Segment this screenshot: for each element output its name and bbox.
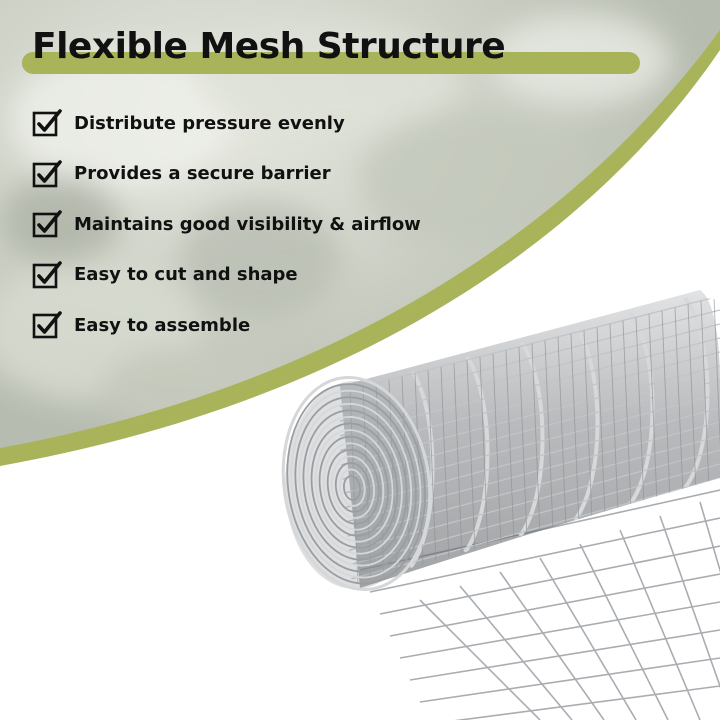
roll-coil xyxy=(281,376,432,591)
roll-wire xyxy=(544,340,554,532)
page-title: Flexible Mesh Structure xyxy=(32,26,506,67)
roll-wire xyxy=(339,463,720,569)
roll-coil xyxy=(294,396,417,573)
roll-coil xyxy=(326,448,380,525)
roll-wire xyxy=(661,310,671,499)
roll-wire xyxy=(349,389,359,585)
list-item: Maintains good visibility & airflow xyxy=(32,199,421,250)
roll-wire xyxy=(388,380,398,575)
feature-label: Provides a secure barrier xyxy=(74,163,331,185)
roll-wire xyxy=(635,317,645,506)
checkbox-checked-icon xyxy=(32,260,62,289)
roll-coil xyxy=(330,455,375,519)
mesh-wire xyxy=(419,599,541,720)
mesh-wire xyxy=(419,657,720,703)
mesh-wire xyxy=(369,517,720,593)
roll-wire xyxy=(339,296,720,393)
checkbox-checked-icon xyxy=(32,210,62,238)
roll-coil xyxy=(318,435,389,537)
feature-label: Maintains good visibility & airflow xyxy=(74,213,421,235)
roll-wire xyxy=(479,356,489,550)
roll-wire xyxy=(453,363,463,557)
roll-coil xyxy=(334,462,371,513)
checkbox-checked-icon xyxy=(32,159,62,188)
roll-coil xyxy=(338,468,366,507)
roll-wire xyxy=(531,343,541,535)
roll-wire xyxy=(339,449,720,554)
roll-wire xyxy=(557,337,567,528)
roll-wire xyxy=(492,353,502,546)
roll-coil xyxy=(290,389,422,579)
list-item: Provides a secure barrier xyxy=(32,149,421,200)
roll-wire xyxy=(466,360,476,553)
list-item: Distribute pressure evenly xyxy=(32,98,421,149)
roll-coil xyxy=(298,402,413,567)
roll-wire xyxy=(339,421,720,525)
roll-coil xyxy=(322,442,385,531)
mesh-wire xyxy=(379,545,720,615)
mesh-wire xyxy=(409,629,720,681)
roll-wire xyxy=(339,309,720,408)
title-underline-bar xyxy=(22,52,640,74)
mesh-wire xyxy=(539,557,637,720)
roll-wire xyxy=(622,320,632,510)
mesh-wire xyxy=(659,515,720,689)
roll-coil xyxy=(302,409,408,561)
mesh-wire xyxy=(499,571,605,720)
roll-wire xyxy=(505,350,515,542)
roll-wire xyxy=(427,370,437,564)
roll-wire xyxy=(339,393,720,495)
roll-wire xyxy=(596,327,606,517)
roll-wire xyxy=(339,351,720,452)
mesh-wire xyxy=(619,529,701,720)
roll-wire xyxy=(674,307,684,496)
roll-wire xyxy=(713,297,720,485)
roll-end-coils xyxy=(281,376,432,591)
roll-wire xyxy=(583,330,593,521)
roll-wire xyxy=(687,304,697,492)
roll-wire xyxy=(609,323,619,514)
mesh-wire xyxy=(399,601,720,659)
mesh-wire xyxy=(579,543,669,720)
roll-wire xyxy=(339,407,720,510)
roll-coil xyxy=(343,475,361,501)
mesh-wire xyxy=(389,573,720,637)
feature-label: Easy to assemble xyxy=(74,314,251,336)
feature-label: Easy to cut and shape xyxy=(74,264,298,286)
roll-coil xyxy=(310,422,399,549)
feature-label: Distribute pressure evenly xyxy=(74,112,345,134)
list-item: Easy to cut and shape xyxy=(32,250,421,301)
checkbox-checked-icon xyxy=(32,109,62,137)
roll-wire xyxy=(700,300,710,488)
roll-coil xyxy=(306,416,403,555)
feature-list: Distribute pressure evenly Provides a se… xyxy=(32,98,421,351)
list-item: Easy to assemble xyxy=(32,300,421,351)
roll-wire xyxy=(570,333,580,524)
unrolled-mesh-panel xyxy=(359,489,720,720)
mesh-wire xyxy=(459,585,573,720)
roll-coil xyxy=(314,429,394,543)
roll-coil xyxy=(286,383,427,585)
roll-wire xyxy=(648,314,658,503)
mesh-wire xyxy=(454,685,720,720)
checkbox-checked-icon xyxy=(32,311,62,339)
roll-body-wires xyxy=(339,296,720,585)
roll-wire xyxy=(440,366,450,560)
roll-wire xyxy=(518,347,528,539)
mesh-wire xyxy=(699,501,720,573)
